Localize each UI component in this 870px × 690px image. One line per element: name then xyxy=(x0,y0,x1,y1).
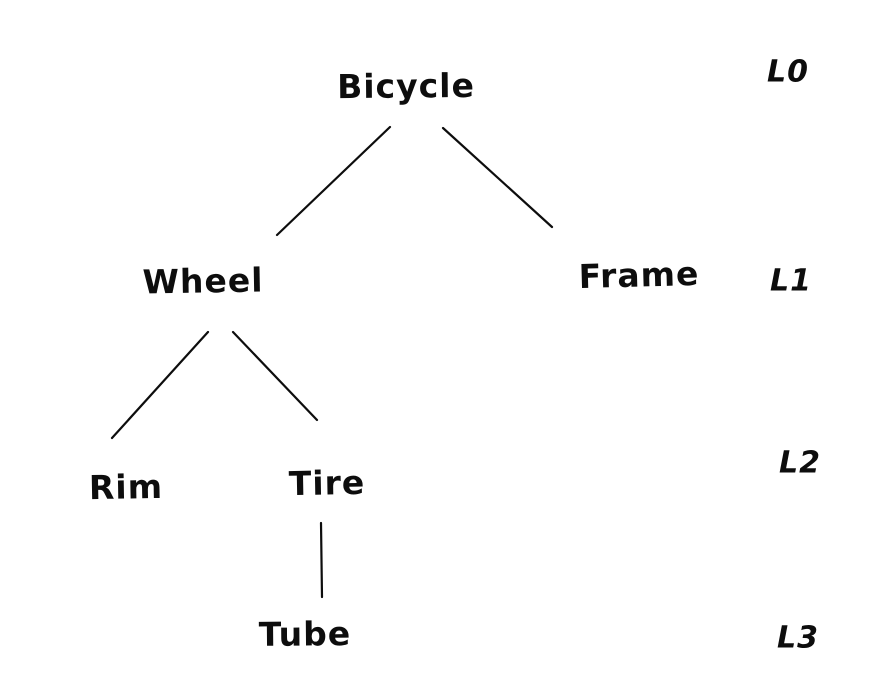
level-label-l3: L3 xyxy=(777,620,819,656)
node-tube: Tube xyxy=(258,614,352,654)
node-rim: Rim xyxy=(88,466,164,508)
node-frame: Frame xyxy=(578,253,700,297)
level-label-l0: L0 xyxy=(767,54,809,90)
node-tire: Tire xyxy=(288,462,366,504)
node-wheel: Wheel xyxy=(142,260,264,302)
edge-wheel-tire xyxy=(231,330,319,422)
edge-bicycle-wheel xyxy=(275,125,392,237)
edge-tire-tube xyxy=(319,521,324,599)
edge-bicycle-frame xyxy=(441,126,554,229)
edge-wheel-rim xyxy=(110,330,210,440)
level-label-l2: L2 xyxy=(779,445,821,481)
node-bicycle: Bicycle xyxy=(336,65,476,107)
level-label-l1: L1 xyxy=(770,263,812,299)
